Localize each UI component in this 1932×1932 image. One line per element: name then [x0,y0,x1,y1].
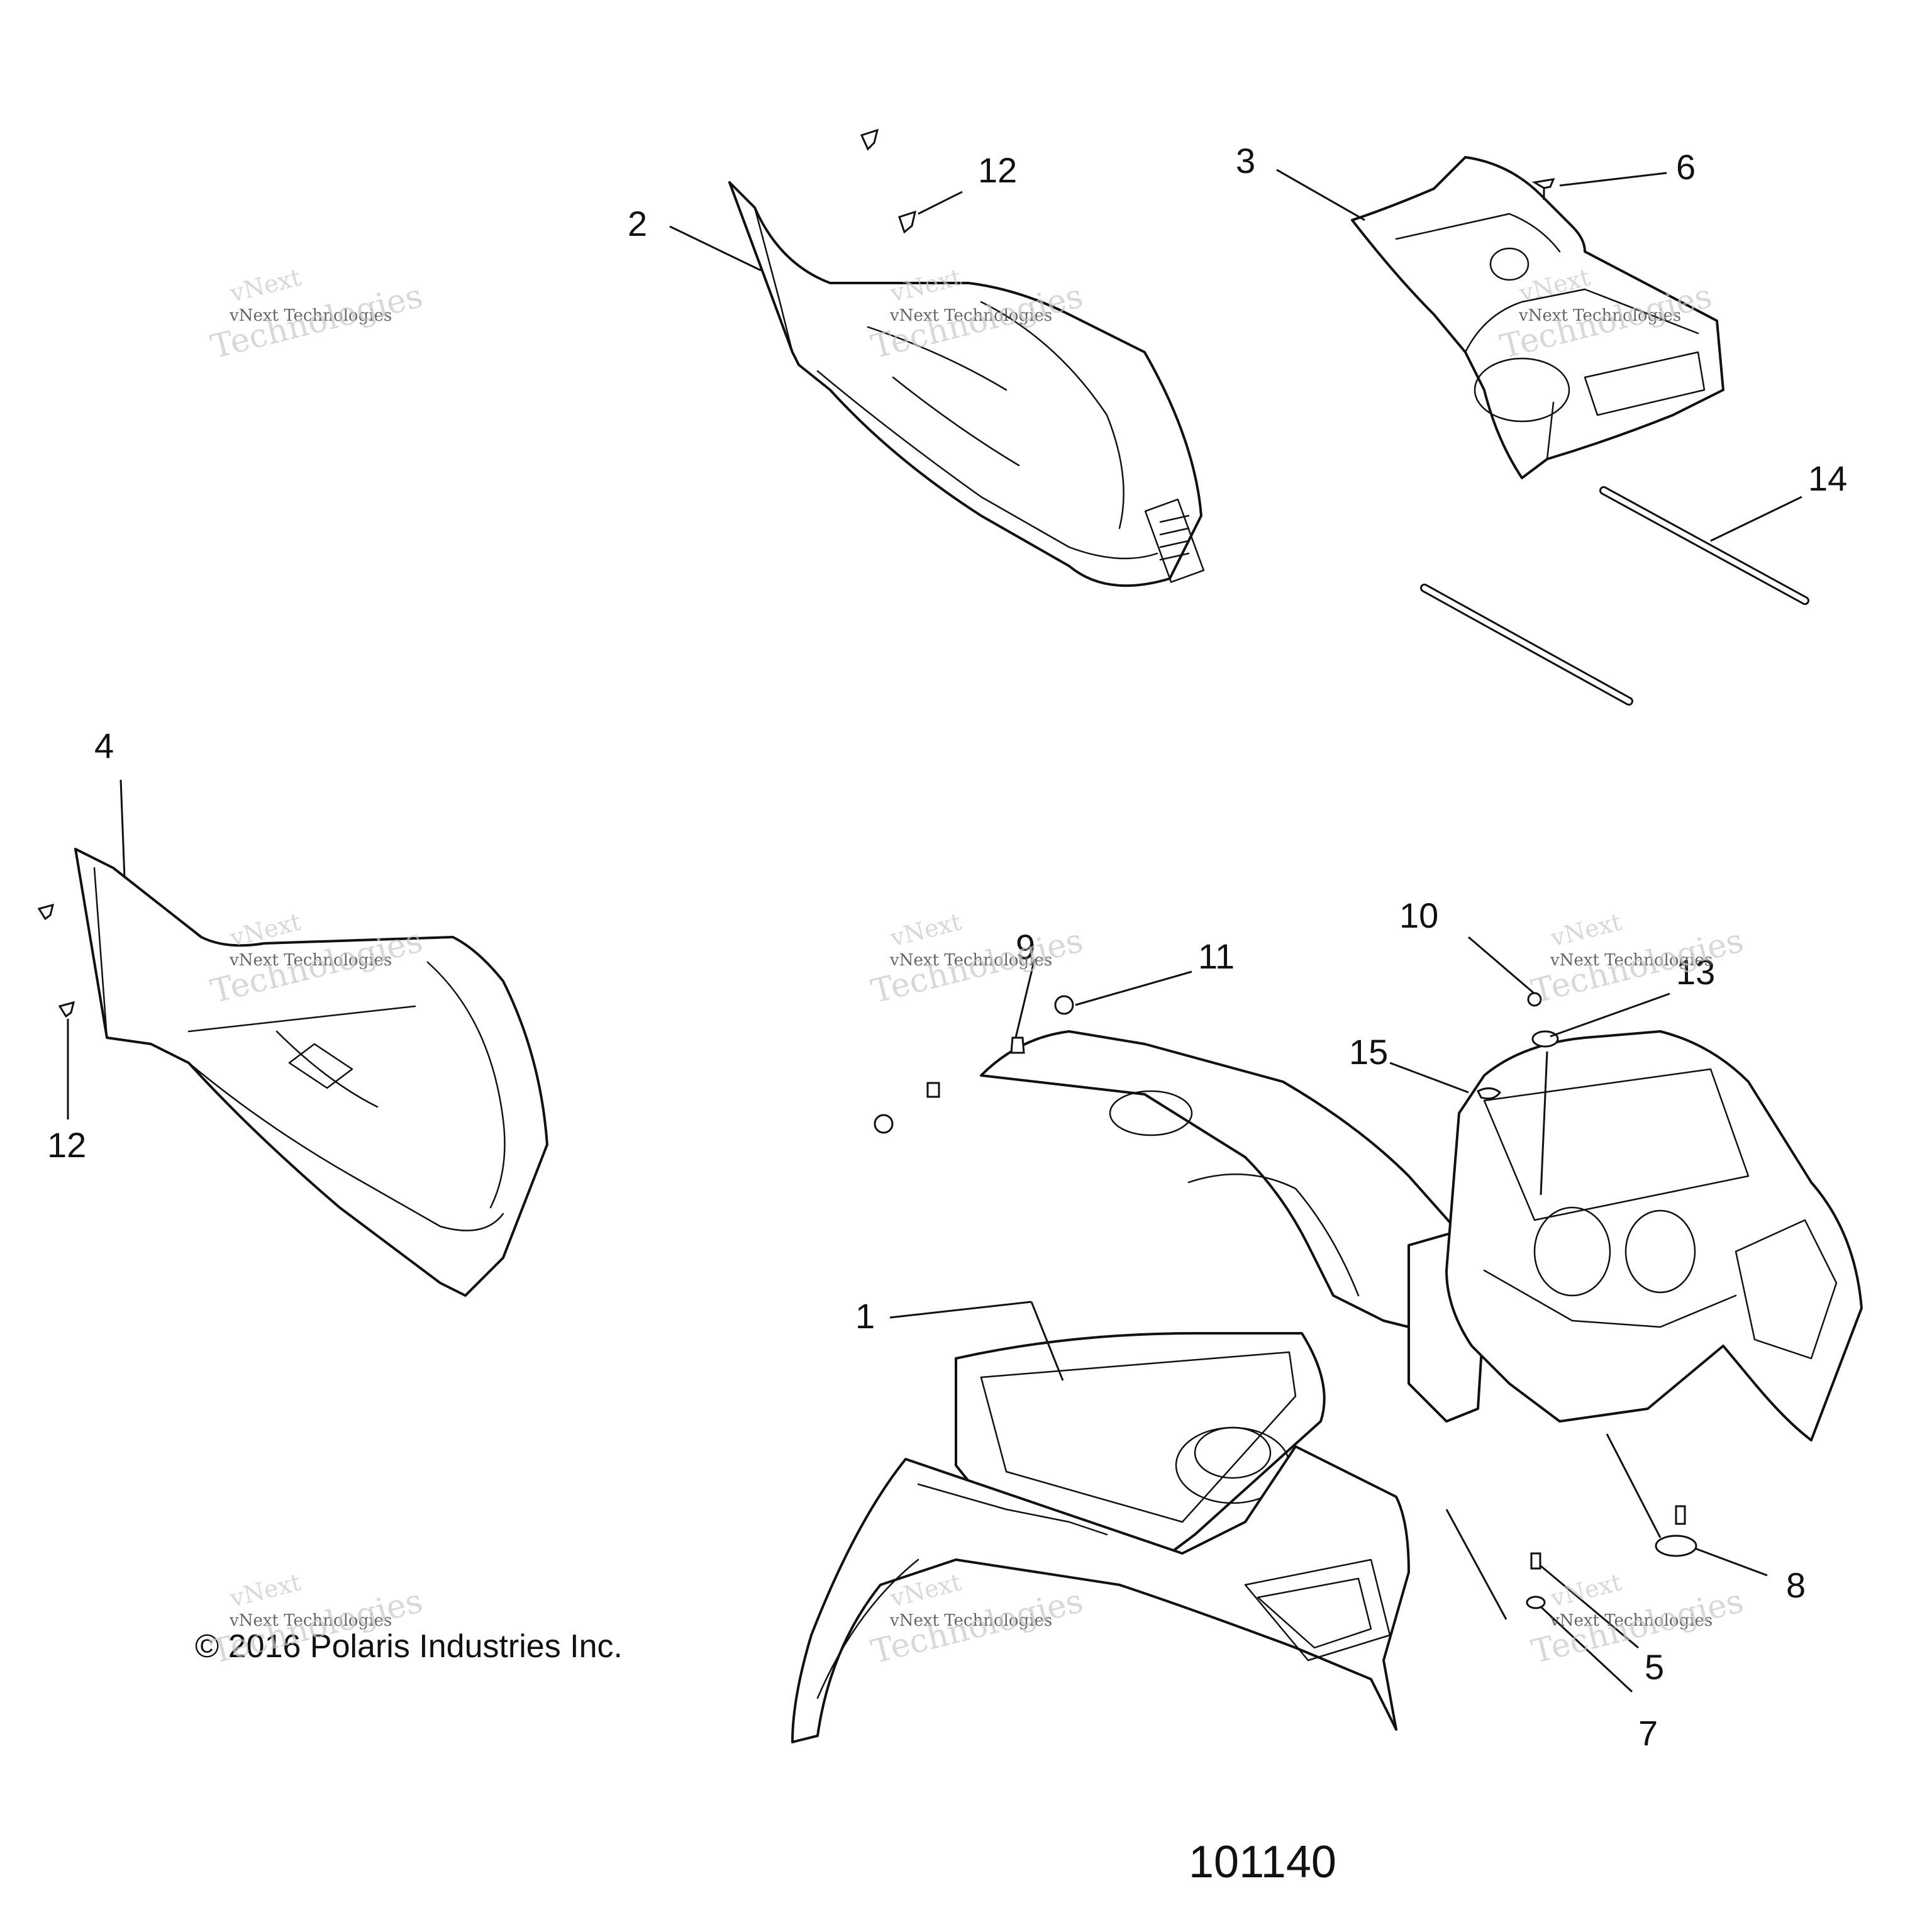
callout-9: 9 [1016,927,1035,967]
copyright-notice: © 2016 Polaris Industries Inc. [195,1628,623,1665]
callout-8: 8 [1786,1565,1806,1605]
part-6-screw [1531,178,1555,200]
svg-text:vNext Technologies: vNext Technologies [889,1611,1052,1630]
callout-12-top: 12 [978,150,1017,190]
svg-text:vNext: vNext [227,1568,304,1612]
svg-text:vNext Technologies: vNext Technologies [229,951,392,970]
callout-7: 7 [1638,1713,1658,1753]
svg-text:vNext Technologies: vNext Technologies [889,951,1052,970]
callout-2: 2 [628,204,647,243]
callout-6: 6 [1676,147,1696,187]
watermark: vNext vNext Technologies Technologies [867,908,1086,1011]
svg-text:vNext Technologies: vNext Technologies [1518,306,1681,325]
callout-3: 3 [1236,141,1255,180]
part-12-clips-top [860,128,917,234]
svg-text:vNext: vNext [1548,908,1624,952]
watermark: vNext vNext Technologies Technologies [867,1568,1086,1671]
callout-11: 11 [1198,936,1235,976]
callout-15: 15 [1349,1032,1388,1072]
watermark: vNext vNext Technologies Technologies [207,263,426,366]
svg-text:vNext: vNext [887,908,964,952]
callout-12-left: 12 [47,1125,86,1165]
svg-text:vNext: vNext [1548,1568,1624,1612]
part-1-rear-fender [1445,1030,1863,1441]
part-3-storage-box [1351,156,1724,479]
leader-lines [67,169,1802,1693]
figure-number: 101140 [1189,1837,1336,1887]
callout-5: 5 [1645,1647,1664,1687]
part-12-clips-left [37,903,75,1018]
part-4-side-panel [74,848,548,1297]
callout-1: 1 [855,1296,875,1336]
part-1-front-fender [791,1030,1485,1743]
part-2-side-panel [728,181,1205,587]
svg-text:vNext Technologies: vNext Technologies [1550,1611,1713,1630]
callout-10: 10 [1399,896,1438,935]
callout-13: 13 [1676,952,1715,992]
watermark: vNext vNext Technologies Technologies [1528,1568,1746,1671]
hardware-assembly [874,992,1697,1609]
callout-4: 4 [94,726,114,765]
svg-text:vNext: vNext [227,263,304,307]
svg-text:vNext Technologies: vNext Technologies [229,306,392,325]
svg-text:vNext Technologies: vNext Technologies [889,306,1052,325]
part-14-rods [1420,486,1809,706]
svg-text:vNext Technologies: vNext Technologies [229,1611,392,1630]
callout-14: 14 [1808,458,1847,498]
callout-numbers: 1 2 3 4 5 6 7 8 9 10 11 12 12 13 14 15 [47,141,1847,1753]
watermark: vNext vNext Technologies Technologies [1528,908,1746,1011]
svg-text:vNext Technologies: vNext Technologies [1550,951,1713,970]
